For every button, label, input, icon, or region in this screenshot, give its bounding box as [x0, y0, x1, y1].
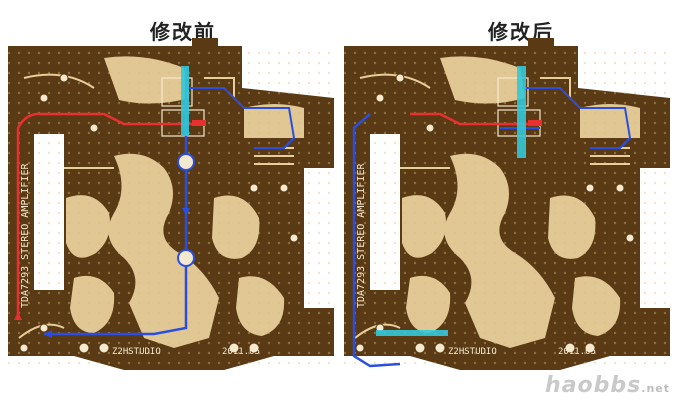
vias: [177, 153, 195, 267]
red-trace: [16, 112, 204, 318]
highlight-box: [161, 77, 193, 107]
blue-trace: [352, 113, 401, 368]
side-label: TDA7293 STEREO AMPLIFIER: [356, 163, 367, 308]
watermark-suffix: .net: [641, 382, 670, 395]
red-mark: [192, 120, 206, 126]
studio-label: Z2HSTUDIO: [448, 347, 497, 357]
date-label: 2011.05: [558, 347, 596, 357]
date-label: 2011.05: [222, 347, 260, 357]
side-label: TDA7293 STEREO AMPLIFIER: [20, 163, 31, 308]
red-mark: [528, 120, 542, 126]
pads: [19, 73, 299, 354]
studio-label: Z2HSTUDIO: [112, 347, 161, 357]
pcb-after: TDA7293 STEREO AMPLIFIER Z2HSTUDIO 2011.…: [344, 38, 670, 370]
cyan-mark: [517, 66, 526, 158]
pcb-before: TDA7293 STEREO AMPLIFIER Z2HSTUDIO 2011.…: [8, 38, 334, 370]
red-arrow: [14, 312, 22, 320]
cyan-mark: [181, 66, 189, 136]
blue-arrow: [182, 208, 190, 216]
highlight-box: [497, 77, 529, 107]
blue-arrow: [44, 330, 52, 338]
blue-trace: [522, 87, 632, 149]
blue-trace: [44, 68, 188, 336]
cyan-mark: [376, 330, 448, 336]
watermark-main: haobbs: [545, 373, 642, 398]
red-trace: [410, 112, 540, 126]
watermark: haobbs.net: [545, 373, 670, 398]
blue-trace: [186, 87, 296, 149]
